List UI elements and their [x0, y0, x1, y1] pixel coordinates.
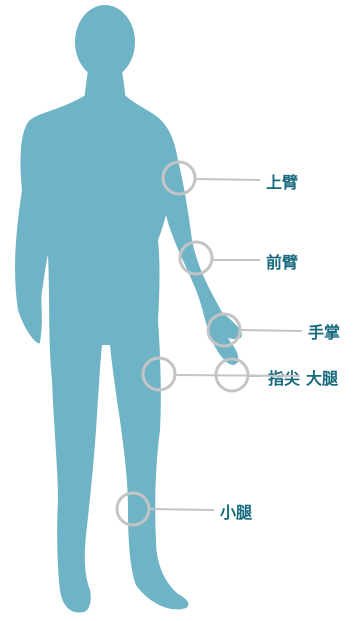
thigh-leader — [174, 374, 301, 377]
calf-leader — [148, 508, 215, 511]
marker-upper-arm: 上臂 — [161, 160, 298, 196]
head — [75, 5, 135, 79]
thigh-ring — [141, 356, 177, 392]
body — [15, 96, 243, 613]
marker-thigh: 大腿 — [141, 356, 338, 392]
fingertip-label: 指尖 — [268, 369, 300, 388]
forearm-label: 前臂 — [266, 253, 298, 272]
human-silhouette — [15, 5, 243, 613]
marker-calf: 小腿 — [115, 491, 252, 527]
upper-arm-leader — [194, 178, 261, 181]
forearm-ring — [178, 240, 214, 276]
upper-arm-ring — [161, 160, 197, 196]
calf-label: 小腿 — [220, 503, 252, 522]
thigh-label: 大腿 — [306, 369, 338, 388]
marker-palm: 手掌 — [206, 312, 340, 348]
marker-forearm: 前臂 — [178, 240, 298, 276]
palm-leader — [239, 329, 303, 332]
palm-label: 手掌 — [308, 323, 340, 342]
neck — [84, 70, 126, 100]
upper-arm-label: 上臂 — [266, 173, 298, 192]
